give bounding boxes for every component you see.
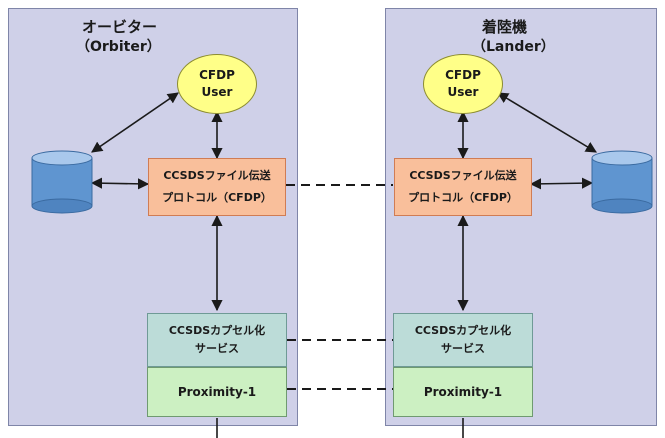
orbiter-cfdp-box: CCSDSファイル伝送 プロトコル（CFDP） (148, 158, 286, 216)
lander-user-storage-arrow (497, 92, 597, 153)
orbiter-storage-cfdp-arrow (90, 177, 150, 190)
lander-storage-icon (591, 150, 653, 214)
orbiter-caps-line1: CCSDSカプセル化 (168, 324, 266, 337)
orbiter-prox-label: Proximity-1 (177, 385, 257, 399)
orbiter-proximity-box: Proximity-1 (147, 367, 287, 417)
orbiter-caps-line2: サービス (195, 342, 239, 355)
lander-proximity-box: Proximity-1 (393, 367, 533, 417)
orbiter-capsulation-box: CCSDSカプセル化 サービス (147, 313, 287, 367)
orbiter-subtitle: （Orbiter） (76, 39, 161, 55)
lander-subtitle: （Lander） (472, 39, 555, 55)
lander-cfdp-user: CFDP User (423, 54, 503, 114)
lander-user-line2: User (447, 85, 479, 99)
lander-capsulation-box: CCSDSカプセル化 サービス (393, 313, 533, 367)
lander-prox-label: Proximity-1 (423, 385, 503, 399)
lander-caps-line1: CCSDSカプセル化 (414, 324, 512, 337)
lander-cfdp-storage-arrow (529, 177, 594, 190)
lander-cfdp-line2: プロトコル（CFDP） (408, 191, 518, 204)
lander-cfdp-box: CCSDSファイル伝送 プロトコル（CFDP） (394, 158, 532, 216)
orbiter-user-storage-arrow (91, 92, 179, 153)
orbiter-user-line1: CFDP (199, 68, 235, 82)
orbiter-cfdp-line1: CCSDSファイル伝送 (163, 169, 271, 182)
orbiter-title: オービター (82, 18, 158, 36)
orbiter-storage-icon (31, 150, 93, 214)
lander-cfdp-line1: CCSDSファイル伝送 (409, 169, 517, 182)
orbiter-cfdp-line2: プロトコル（CFDP） (162, 191, 272, 204)
lander-title: 着陸機 (482, 18, 528, 36)
orbiter-cfdp-user: CFDP User (177, 54, 257, 114)
orbiter-user-line2: User (201, 85, 233, 99)
lander-caps-line2: サービス (441, 342, 485, 355)
lander-user-line1: CFDP (445, 68, 481, 82)
